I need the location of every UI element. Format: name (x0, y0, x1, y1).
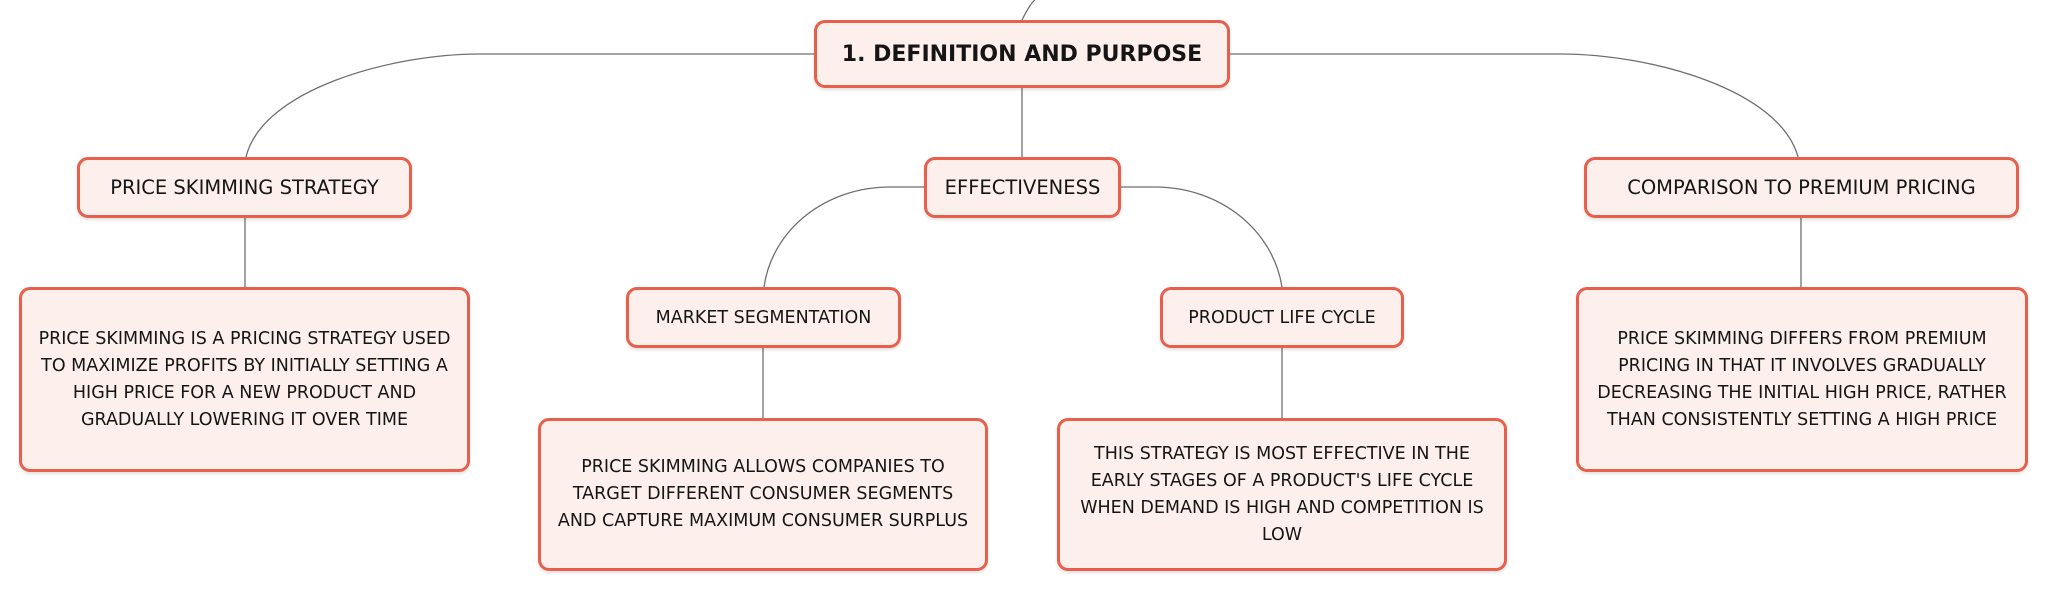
topic-label: EFFECTIVENESS (944, 176, 1101, 199)
topic-label: COMPARISON TO PREMIUM PRICING (1627, 176, 1976, 199)
detail-market-segmentation[interactable]: PRICE SKIMMING ALLOWS COMPANIES TO TARGE… (538, 418, 988, 571)
topic-label: PRODUCT LIFE CYCLE (1188, 307, 1376, 328)
detail-comparison-to-premium-pricing[interactable]: PRICE SKIMMING DIFFERS FROM PREMIUM PRIC… (1576, 287, 2028, 472)
topic-price-skimming-strategy[interactable]: PRICE SKIMMING STRATEGY (77, 157, 412, 218)
connector-effectiveness-to-lifecycle (1121, 186, 1283, 288)
topic-comparison-to-premium-pricing[interactable]: COMPARISON TO PREMIUM PRICING (1584, 157, 2019, 218)
detail-price-skimming-strategy[interactable]: PRICE SKIMMING IS A PRICING STRATEGY USE… (19, 287, 470, 472)
topic-product-life-cycle[interactable]: PRODUCT LIFE CYCLE (1160, 287, 1404, 348)
root-topic-label: 1. DEFINITION AND PURPOSE (841, 41, 1203, 67)
detail-product-life-cycle[interactable]: THIS STRATEGY IS MOST EFFECTIVE IN THE E… (1057, 418, 1507, 571)
topic-label: PRICE SKIMMING STRATEGY (110, 176, 379, 199)
detail-text: PRICE SKIMMING ALLOWS COMPANIES TO TARGE… (557, 457, 969, 531)
connector-root-parent (1021, 0, 1036, 21)
topic-market-segmentation[interactable]: MARKET SEGMENTATION (626, 287, 901, 348)
connector-root-to-strategy (245, 53, 814, 158)
connector-root-to-comparison (1230, 53, 1799, 158)
root-topic[interactable]: 1. DEFINITION AND PURPOSE (814, 20, 1230, 88)
detail-text: THIS STRATEGY IS MOST EFFECTIVE IN THE E… (1080, 443, 1484, 545)
detail-text: PRICE SKIMMING IS A PRICING STRATEGY USE… (38, 328, 451, 430)
connector-effectiveness-to-segmentation (763, 186, 924, 288)
detail-text: PRICE SKIMMING DIFFERS FROM PREMIUM PRIC… (1597, 328, 2007, 430)
topic-label: MARKET SEGMENTATION (655, 307, 872, 328)
topic-effectiveness[interactable]: EFFECTIVENESS (924, 157, 1121, 218)
